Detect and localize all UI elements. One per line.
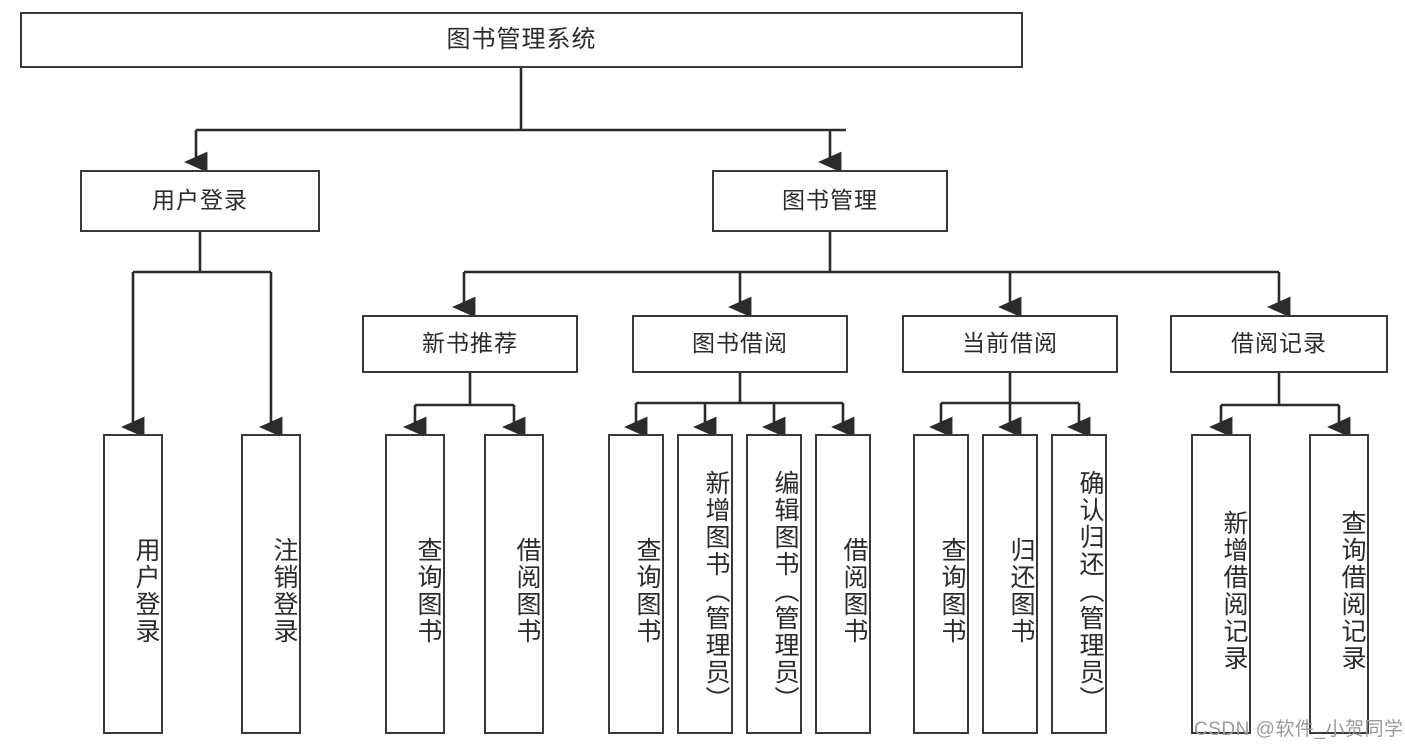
node-leaf-add-book-label: 新增图书（管理员）: [702, 469, 730, 713]
node-user-login-label: 用户登录: [152, 187, 248, 214]
node-new-book-recommend[interactable]: 新书推荐: [362, 315, 578, 373]
node-leaf-add-record-label: 新增借阅记录: [1220, 510, 1248, 672]
node-leaf-borrow-book-1[interactable]: 借阅图书: [484, 434, 544, 734]
node-root-label: 图书管理系统: [446, 25, 597, 53]
node-book-manage-label: 图书管理: [782, 187, 878, 214]
node-leaf-query-book-1-label: 查询图书: [414, 537, 442, 645]
node-leaf-query-book-2-label: 查询图书: [633, 537, 661, 645]
node-leaf-confirm-return-label: 确认归还（管理员）: [1076, 469, 1104, 713]
node-leaf-user-login-label: 用户登录: [132, 537, 160, 645]
node-leaf-query-record-label: 查询借阅记录: [1338, 510, 1366, 672]
node-borrow-record-label: 借阅记录: [1231, 330, 1327, 357]
node-leaf-user-login[interactable]: 用户登录: [103, 434, 163, 734]
node-book-manage[interactable]: 图书管理: [712, 170, 948, 232]
node-leaf-edit-book-label: 编辑图书（管理员）: [771, 469, 799, 713]
node-leaf-borrow-book-1-label: 借阅图书: [513, 537, 541, 645]
node-leaf-confirm-return[interactable]: 确认归还（管理员）: [1051, 434, 1107, 734]
csdn-watermark: CSDN @软件_小贺同学: [1194, 719, 1404, 740]
node-current-borrow[interactable]: 当前借阅: [902, 315, 1118, 373]
node-book-borrow-label: 图书借阅: [692, 330, 788, 357]
node-user-login[interactable]: 用户登录: [80, 170, 320, 232]
node-leaf-query-record[interactable]: 查询借阅记录: [1309, 434, 1369, 734]
node-leaf-add-book[interactable]: 新增图书（管理员）: [677, 434, 733, 734]
node-book-borrow[interactable]: 图书借阅: [632, 315, 848, 373]
node-leaf-query-book-2[interactable]: 查询图书: [608, 434, 664, 734]
node-leaf-add-record[interactable]: 新增借阅记录: [1191, 434, 1251, 734]
node-borrow-record[interactable]: 借阅记录: [1170, 315, 1388, 373]
node-leaf-return-book-label: 归还图书: [1007, 537, 1035, 645]
node-current-borrow-label: 当前借阅: [962, 330, 1058, 357]
node-leaf-borrow-book-2-label: 借阅图书: [840, 537, 868, 645]
node-leaf-edit-book[interactable]: 编辑图书（管理员）: [746, 434, 802, 734]
node-leaf-query-book-3-label: 查询图书: [938, 537, 966, 645]
node-leaf-borrow-book-2[interactable]: 借阅图书: [815, 434, 871, 734]
node-root[interactable]: 图书管理系统: [20, 12, 1023, 68]
node-leaf-logout-login-label: 注销登录: [270, 537, 298, 645]
node-leaf-return-book[interactable]: 归还图书: [982, 434, 1038, 734]
node-leaf-query-book-1[interactable]: 查询图书: [385, 434, 445, 734]
node-leaf-logout-login[interactable]: 注销登录: [241, 434, 301, 734]
node-new-book-recommend-label: 新书推荐: [422, 330, 518, 357]
node-leaf-query-book-3[interactable]: 查询图书: [913, 434, 969, 734]
